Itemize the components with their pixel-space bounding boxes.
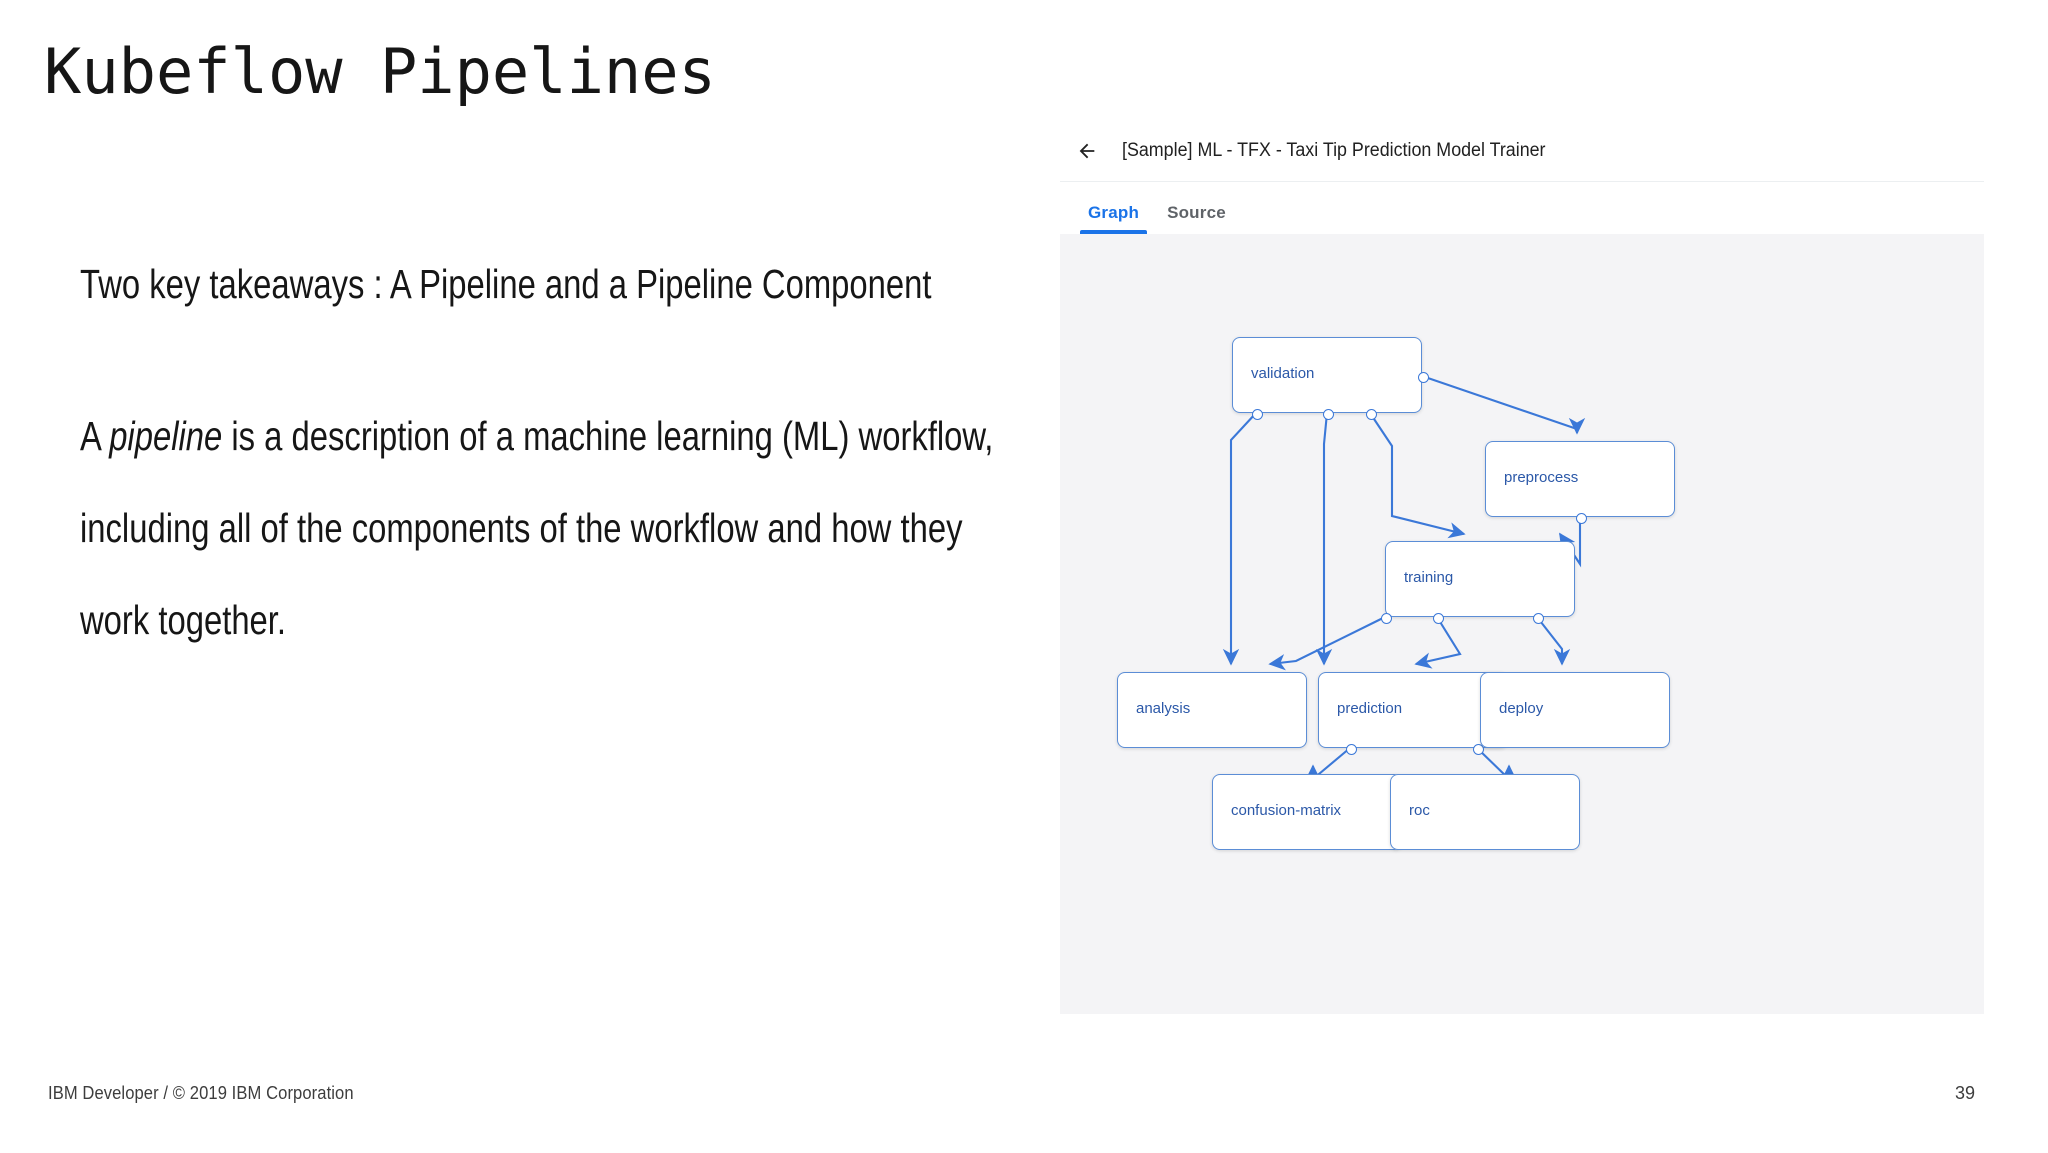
node-port[interactable] bbox=[1322, 408, 1334, 420]
node-port[interactable] bbox=[1365, 408, 1377, 420]
pipeline-run-title: [Sample] ML - TFX - Taxi Tip Prediction … bbox=[1122, 139, 1546, 161]
page-title: Kubeflow Pipelines bbox=[44, 35, 716, 108]
graph-node-preprocess[interactable]: preprocess bbox=[1485, 441, 1675, 524]
graph-node-label: analysis bbox=[1136, 700, 1191, 717]
kubeflow-pipelines-screenshot: [Sample] ML - TFX - Taxi Tip Prediction … bbox=[1060, 120, 1984, 1015]
graph-node-label: roc bbox=[1409, 802, 1430, 819]
node-port[interactable] bbox=[1417, 371, 1429, 383]
graph-node-label: validation bbox=[1251, 365, 1315, 382]
node-port[interactable] bbox=[1345, 743, 1357, 755]
graph-node-label: prediction bbox=[1337, 700, 1403, 717]
graph-node-validation[interactable]: validation bbox=[1232, 337, 1429, 420]
footer-page-number: 39 bbox=[1955, 1083, 1976, 1103]
footer-copyright: IBM Developer / © 2019 IBM Corporation bbox=[48, 1083, 354, 1103]
node-port[interactable] bbox=[1380, 612, 1392, 624]
paragraph-takeaways: Two key takeaways : A Pipeline and a Pip… bbox=[80, 261, 932, 307]
graph-node-label: training bbox=[1404, 569, 1454, 586]
node-port[interactable] bbox=[1472, 743, 1484, 755]
tab-source[interactable]: Source bbox=[1167, 203, 1226, 222]
graph-node-deploy[interactable]: deploy bbox=[1480, 672, 1670, 748]
graph-node-label: deploy bbox=[1499, 700, 1544, 717]
node-port[interactable] bbox=[1432, 612, 1444, 624]
node-port[interactable] bbox=[1575, 512, 1587, 524]
paragraph-part-before: A bbox=[80, 413, 110, 459]
paragraph-pipeline-definition: A pipeline is a description of a machine… bbox=[80, 390, 1000, 666]
kubeflow-header: [Sample] ML - TFX - Taxi Tip Prediction … bbox=[1060, 120, 1984, 182]
graph-node-label: confusion-matrix bbox=[1231, 802, 1342, 819]
graph-node-analysis[interactable]: analysis bbox=[1117, 672, 1307, 748]
paragraph-emphasis-pipeline: pipeline bbox=[109, 413, 223, 459]
node-port[interactable] bbox=[1251, 408, 1263, 420]
paragraph-part-after: is a description of a machine learning (… bbox=[80, 413, 994, 643]
slide-body: Two key takeaways : A Pipeline and a Pip… bbox=[80, 238, 1000, 666]
graph-node-roc[interactable]: roc bbox=[1390, 774, 1580, 850]
back-arrow-icon[interactable] bbox=[1074, 138, 1100, 164]
node-port[interactable] bbox=[1532, 612, 1544, 624]
graph-node-training[interactable]: training bbox=[1380, 541, 1575, 624]
kubeflow-tabbar: Graph Source bbox=[1060, 182, 1984, 234]
graph-node-label: preprocess bbox=[1504, 469, 1579, 486]
pipeline-graph-canvas[interactable]: validation preprocess training analysis … bbox=[1060, 234, 1984, 1014]
tab-graph[interactable]: Graph bbox=[1074, 203, 1153, 234]
pipeline-edges bbox=[1222, 375, 1586, 782]
graph-node-confusion-matrix[interactable]: confusion-matrix bbox=[1212, 774, 1402, 850]
